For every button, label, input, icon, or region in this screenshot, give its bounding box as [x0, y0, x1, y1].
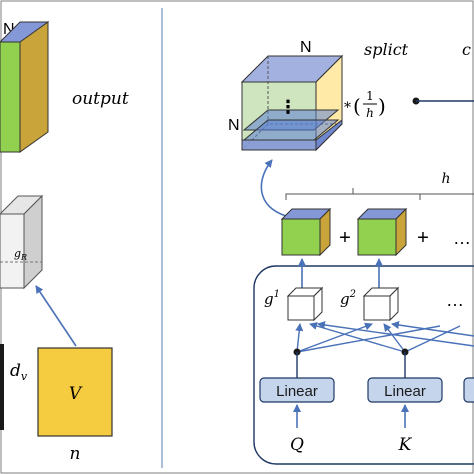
split-label: splict [364, 40, 409, 59]
linear-label-q: Linear [276, 383, 318, 400]
v-label: V [69, 384, 83, 404]
v-to-gr-arrow [35, 285, 77, 347]
big-transparent-cube [240, 54, 344, 152]
svg-text:1: 1 [366, 89, 374, 103]
h-brace [285, 188, 421, 200]
g2-label: g2 [340, 289, 356, 308]
svg-text:h: h [366, 106, 374, 120]
output-cube [0, 21, 50, 153]
attention-container [253, 265, 474, 465]
cube-vertical-dots: ⋮ [279, 97, 297, 117]
ellipsis-top: … [453, 228, 471, 248]
cut-label: c [462, 40, 471, 59]
svg-text:): ) [378, 94, 386, 118]
linear-label-k: Linear [384, 383, 426, 400]
g1-cube [286, 286, 324, 322]
projection-arrows [295, 321, 474, 353]
linear-box-k [367, 377, 443, 403]
q-label: Q [290, 435, 304, 455]
right-panel: ⋮ N N splict c * ( 1 h ) h + [228, 39, 474, 465]
v-matrix [37, 347, 113, 437]
ellipsis-mid: … [446, 290, 464, 310]
output-label: output [72, 89, 129, 109]
dv-label: dv [10, 361, 28, 383]
gr-cube [0, 194, 44, 290]
g1-label: g1 [264, 289, 280, 308]
k-label: K [398, 435, 413, 455]
cube-n-left: N [228, 117, 240, 134]
svg-text:(: ( [353, 94, 361, 118]
scale-factor: * ( 1 h ) [344, 89, 386, 120]
k-matrix-edge [0, 344, 4, 430]
svg-text:*: * [344, 100, 351, 116]
h-label: h [441, 171, 450, 187]
cube-n-top: N [300, 39, 312, 56]
g2-cube [362, 286, 400, 322]
top-n-label: N [3, 21, 15, 38]
head-cube-1 [280, 207, 332, 257]
concat-to-cube-arrow [260, 159, 287, 217]
linear-box-q [259, 377, 335, 403]
linear-box-v-partial [463, 377, 474, 403]
plus-1: + [339, 227, 351, 249]
head-cube-2 [356, 207, 408, 257]
left-panel: N output gR dv V n [0, 21, 129, 464]
plus-2: + [417, 227, 429, 249]
n-label: n [70, 444, 81, 464]
gr-label: gR [14, 247, 27, 262]
